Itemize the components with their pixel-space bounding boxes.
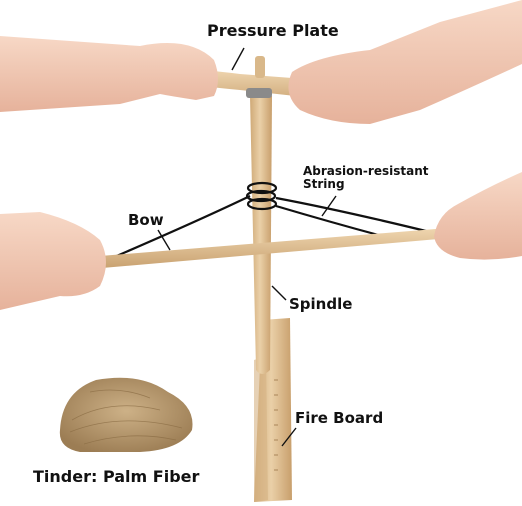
bow-pointer [157,229,171,251]
left-bow-hand [0,212,106,310]
bow [100,228,450,268]
string-label-line1: Abrasion-resistant [303,164,429,178]
string [111,181,431,260]
left-top-hand [0,36,218,112]
fire-board-pointer [281,427,297,447]
spindle-pointer [271,285,287,301]
pressure-plate-pointer [231,47,245,71]
fire-board-label: Fire Board [295,409,384,427]
string-label: Abrasion-resistant String [303,164,429,192]
string-pointer [321,195,337,217]
right-bow-hand [434,172,522,260]
tinder-bundle [59,377,193,452]
callout-lines [157,47,337,447]
spindle-label: Spindle [289,295,353,313]
right-top-hand [288,0,522,124]
bow-label: Bow [128,211,164,229]
string-label-line2: String [303,177,345,192]
spindle [250,96,272,374]
tinder-label: Tinder: Palm Fiber [33,467,200,486]
pressure-plate-label: Pressure Plate [207,21,339,40]
